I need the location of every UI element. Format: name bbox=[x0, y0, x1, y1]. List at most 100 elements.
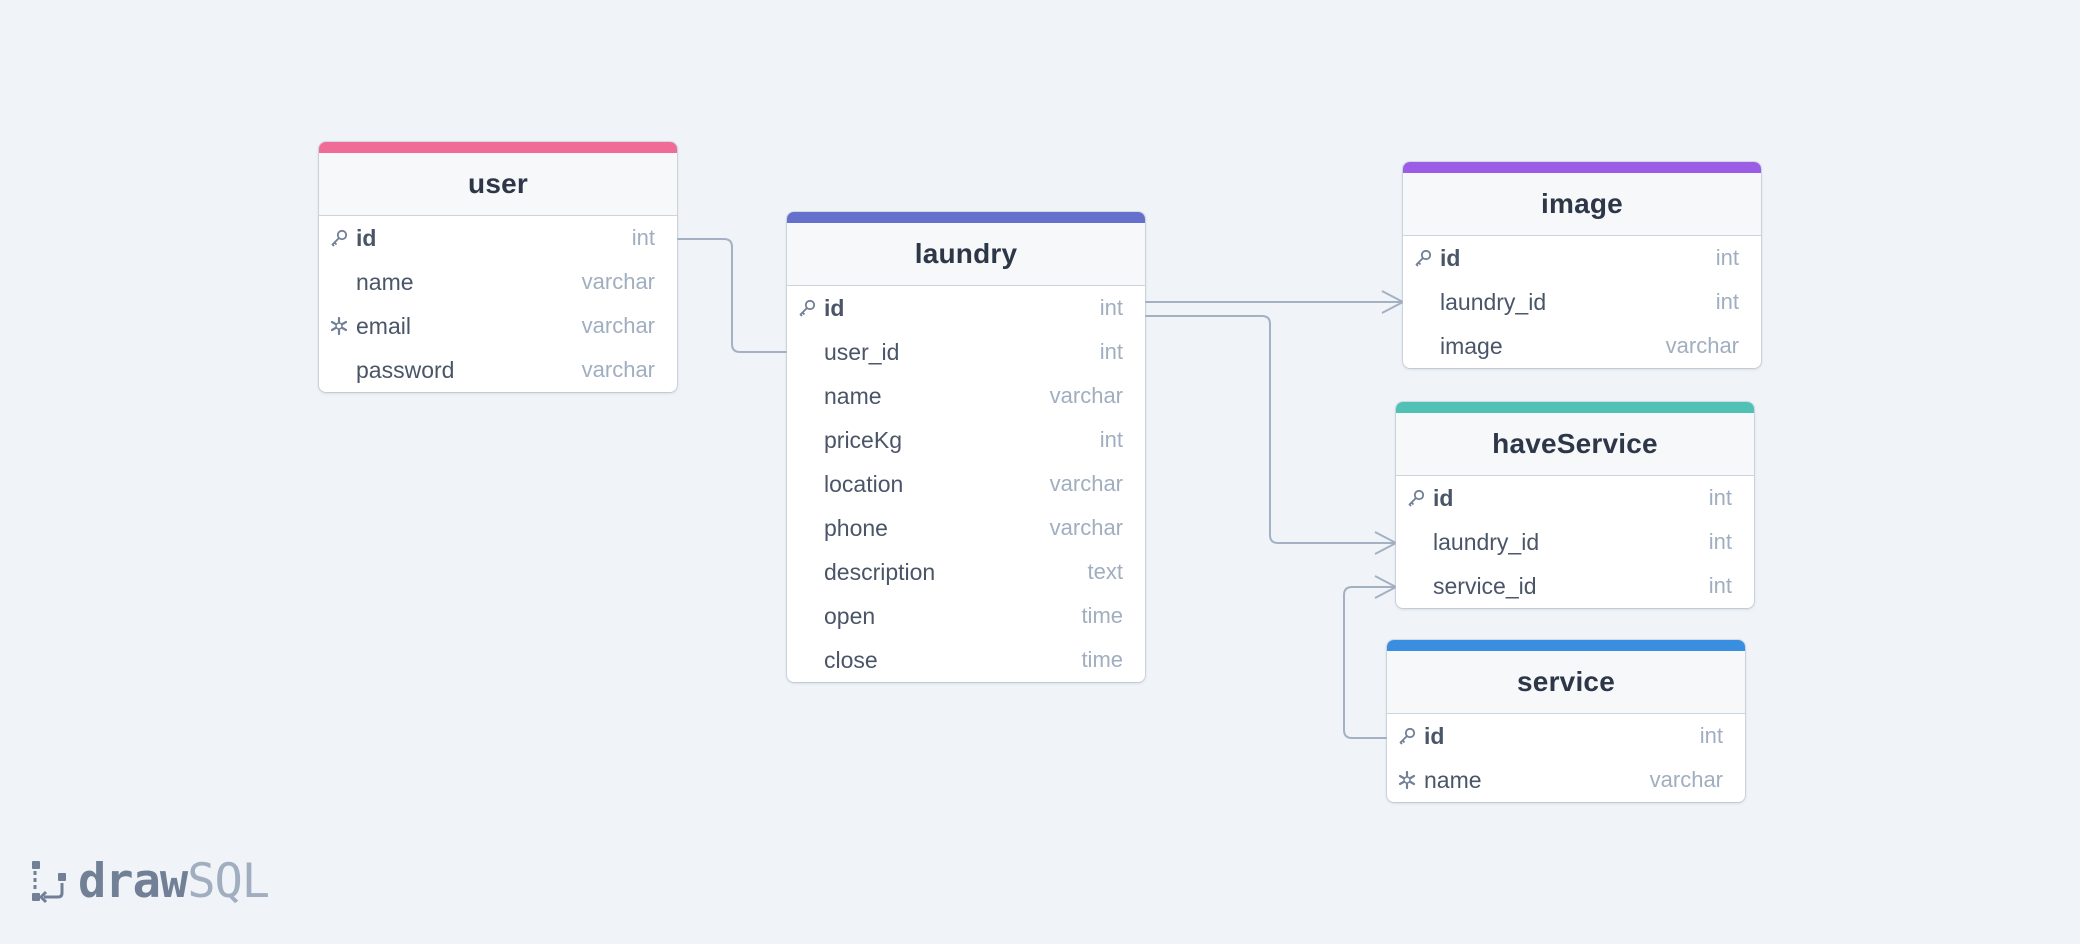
column-row[interactable]: laundry_id int bbox=[1403, 280, 1761, 324]
table-title: haveService bbox=[1492, 428, 1658, 459]
table-header[interactable]: service bbox=[1387, 651, 1745, 714]
column-name: phone bbox=[824, 514, 888, 541]
logo-text-sql: SQL bbox=[187, 853, 270, 909]
crowfoot-haveservice-laundry bbox=[1374, 531, 1397, 555]
column-type: text bbox=[1087, 559, 1123, 584]
column-type: int bbox=[1699, 723, 1723, 748]
key-icon bbox=[1413, 248, 1433, 268]
column-type: time bbox=[1081, 647, 1123, 672]
column-name: id bbox=[1433, 484, 1454, 511]
column-name: password bbox=[356, 356, 455, 383]
relation-laundry-haveservice bbox=[1144, 315, 1396, 544]
unique-icon bbox=[1397, 770, 1417, 790]
table-color-bar bbox=[1403, 162, 1761, 173]
column-row[interactable]: password varchar bbox=[319, 348, 677, 392]
column-type: int bbox=[1099, 427, 1123, 452]
column-row[interactable]: location varchar bbox=[787, 462, 1145, 506]
column-type: varchar bbox=[581, 357, 655, 382]
column-type: time bbox=[1081, 603, 1123, 628]
table-title: laundry bbox=[914, 238, 1018, 269]
column-row[interactable]: id int bbox=[1387, 714, 1745, 758]
table-header[interactable]: haveService bbox=[1396, 413, 1754, 476]
column-name: close bbox=[824, 646, 878, 673]
column-type: int bbox=[1708, 485, 1732, 510]
column-type: int bbox=[1715, 245, 1739, 270]
column-row[interactable]: id int bbox=[1396, 476, 1754, 520]
column-name: id bbox=[1424, 722, 1445, 749]
table-color-bar bbox=[787, 212, 1145, 223]
column-name: name bbox=[356, 268, 414, 295]
table-color-bar bbox=[1396, 402, 1754, 413]
column-row[interactable]: id int bbox=[1403, 236, 1761, 280]
table-color-bar bbox=[1387, 640, 1745, 651]
column-row[interactable]: email varchar bbox=[319, 304, 677, 348]
column-type: varchar bbox=[1049, 471, 1123, 496]
column-name: service_id bbox=[1433, 572, 1537, 599]
crowfoot-haveservice-service bbox=[1374, 575, 1397, 599]
column-type: varchar bbox=[581, 313, 655, 338]
table-header[interactable]: laundry bbox=[787, 223, 1145, 286]
table-header[interactable]: user bbox=[319, 153, 677, 216]
column-name: id bbox=[1440, 244, 1461, 271]
key-icon bbox=[1406, 488, 1426, 508]
column-type: varchar bbox=[1049, 383, 1123, 408]
column-name: email bbox=[356, 312, 411, 339]
column-type: int bbox=[631, 225, 655, 250]
column-row[interactable]: laundry_id int bbox=[1396, 520, 1754, 564]
column-name: laundry_id bbox=[1440, 288, 1547, 315]
column-type: int bbox=[1715, 289, 1739, 314]
column-type: int bbox=[1099, 295, 1123, 320]
table-image[interactable]: image id int laundry_id int image varchar bbox=[1403, 162, 1761, 368]
column-row[interactable]: image varchar bbox=[1403, 324, 1761, 368]
column-type: varchar bbox=[1049, 515, 1123, 540]
column-row[interactable]: name varchar bbox=[1387, 758, 1745, 802]
column-row[interactable]: user_id int bbox=[787, 330, 1145, 374]
column-type: int bbox=[1708, 529, 1732, 554]
column-row[interactable]: priceKg int bbox=[787, 418, 1145, 462]
table-title: service bbox=[1517, 666, 1615, 697]
column-row[interactable]: phone varchar bbox=[787, 506, 1145, 550]
column-row[interactable]: id int bbox=[319, 216, 677, 260]
column-type: varchar bbox=[1665, 333, 1739, 358]
column-row[interactable]: open time bbox=[787, 594, 1145, 638]
column-name: description bbox=[824, 558, 936, 585]
column-name: name bbox=[1424, 766, 1482, 793]
table-title: image bbox=[1541, 188, 1623, 219]
column-type: int bbox=[1099, 339, 1123, 364]
drawsql-logo-icon bbox=[32, 861, 66, 904]
column-name: open bbox=[824, 602, 876, 629]
column-name: image bbox=[1440, 332, 1503, 359]
key-icon bbox=[329, 228, 349, 248]
column-row[interactable]: description text bbox=[787, 550, 1145, 594]
table-color-bar bbox=[319, 142, 677, 153]
column-row[interactable]: service_id int bbox=[1396, 564, 1754, 608]
column-row[interactable]: close time bbox=[787, 638, 1145, 682]
key-icon bbox=[1397, 726, 1417, 746]
unique-icon bbox=[329, 316, 349, 336]
column-row[interactable]: name varchar bbox=[787, 374, 1145, 418]
table-header[interactable]: image bbox=[1403, 173, 1761, 236]
crowfoot-image bbox=[1381, 290, 1404, 314]
column-name: user_id bbox=[824, 338, 900, 365]
column-name: id bbox=[824, 294, 845, 321]
column-name: name bbox=[824, 382, 882, 409]
column-row[interactable]: name varchar bbox=[319, 260, 677, 304]
logo-text-draw: draw bbox=[78, 853, 188, 909]
column-name: id bbox=[356, 224, 377, 251]
key-icon bbox=[797, 298, 817, 318]
table-service[interactable]: service id int name varchar bbox=[1387, 640, 1745, 802]
column-type: varchar bbox=[1649, 767, 1723, 792]
column-type: int bbox=[1708, 573, 1732, 598]
column-name: location bbox=[824, 470, 904, 497]
relation-user-laundry bbox=[677, 238, 787, 353]
column-row[interactable]: id int bbox=[787, 286, 1145, 330]
column-name: laundry_id bbox=[1433, 528, 1540, 555]
table-title: user bbox=[468, 168, 528, 199]
column-name: priceKg bbox=[824, 426, 902, 453]
column-type: varchar bbox=[581, 269, 655, 294]
